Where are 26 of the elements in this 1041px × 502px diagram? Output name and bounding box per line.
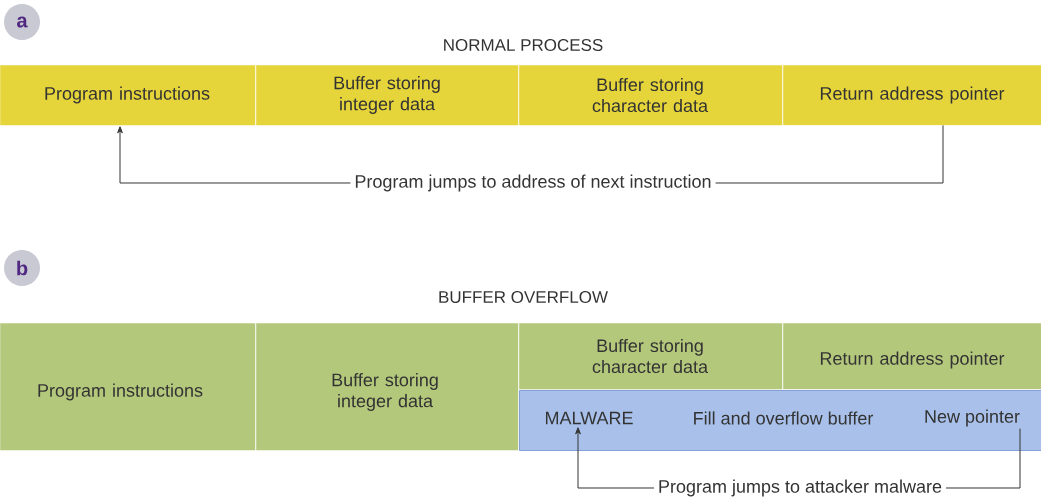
section-title: BUFFER OVERFLOW xyxy=(439,290,608,303)
malware-band xyxy=(519,390,1041,451)
letter-badge: a xyxy=(4,4,40,40)
edge-label: Program jumps to attacker malware xyxy=(653,475,947,501)
node-label: Buffer storing integer data xyxy=(332,373,438,411)
memory-cell: Buffer storing character data xyxy=(519,65,783,126)
band-text: Fill and overflow buffer xyxy=(694,411,874,425)
memory-cell: Program instructions xyxy=(0,65,256,126)
memory-cell: Return address pointer xyxy=(783,323,1041,390)
node-label: Program instructions xyxy=(38,383,203,401)
edge-label: Program jumps to address of next instruction xyxy=(350,170,716,196)
letter-badge: b xyxy=(4,250,40,286)
band-text: New pointer xyxy=(925,409,1020,427)
band-text: MALWARE xyxy=(546,411,633,425)
node-label: Return address pointer xyxy=(820,351,1005,369)
node-label: Program instructions xyxy=(45,86,210,104)
section-title: NORMAL PROCESS xyxy=(444,38,603,51)
memory-cell: Buffer storing integer data xyxy=(256,323,519,451)
node-label: Buffer storing integer data xyxy=(334,76,440,114)
node-label: Buffer storing character data xyxy=(592,338,709,374)
memory-cell: Buffer storing character data xyxy=(519,323,783,390)
node-label: Buffer storing character data xyxy=(592,77,709,113)
node-label: Return address pointer xyxy=(820,86,1005,104)
memory-cell: Buffer storing integer data xyxy=(256,65,519,126)
memory-cell: Return address pointer xyxy=(783,65,1041,126)
memory-cell: Program instructions xyxy=(0,323,256,451)
